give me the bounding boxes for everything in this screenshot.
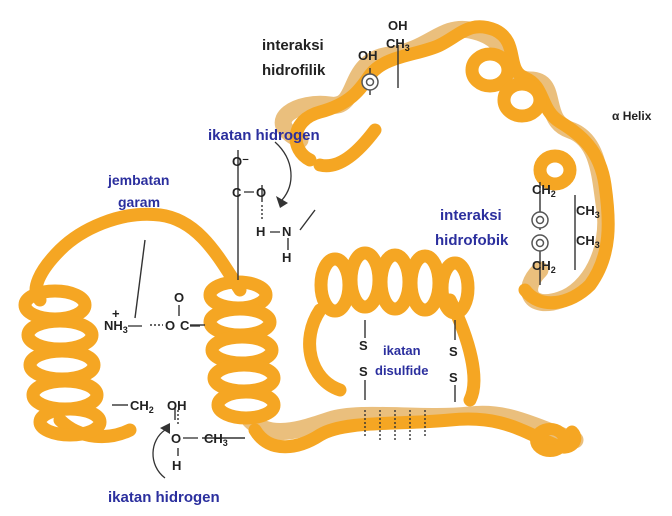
label-interaksi-hidrofobik-line2: hidrofobik — [435, 232, 509, 249]
chem-amide-h2: H — [282, 250, 291, 265]
chem-salt-c: C — [180, 318, 190, 333]
chem-amide-h: H — [256, 224, 265, 239]
chem-ch2-oh: CH2 — [130, 398, 154, 415]
phenyl-ring-bottom-icon — [532, 235, 548, 251]
label-ikatan-disulfide-line1: ikatan — [383, 343, 421, 358]
chem-carboxyl-c: C — [232, 185, 242, 200]
chem-oh-tyrosine: OH — [358, 48, 378, 63]
label-ikatan-hidrogen-bottom: ikatan hidrogen — [108, 489, 220, 506]
chem-oh-bottom: OH — [167, 398, 187, 413]
chem-salt-o: O — [165, 318, 175, 333]
chem-ch2-hydrophobic-2: CH2 — [532, 258, 556, 275]
chem-s-right-1: S — [449, 344, 458, 359]
tyrosine-ring-icon — [362, 74, 378, 90]
phenyl-ring-top-icon — [532, 212, 548, 228]
label-interaksi-hidrofilik-line2: hidrofilik — [262, 62, 326, 79]
chem-s-left-2: S — [359, 364, 368, 379]
chem-carboxyl-o: O — [256, 185, 266, 200]
chem-ch3-hydrophobic-2: CH3 — [576, 233, 600, 250]
label-jembatan-garam-line1: jembatan — [107, 172, 169, 188]
chem-oh-threonine: OH — [388, 18, 408, 33]
polypeptide-chain — [25, 27, 608, 451]
label-interaksi-hidrofobik-line1: interaksi — [440, 207, 502, 224]
label-interaksi-hidrofilik-line1: interaksi — [262, 37, 324, 54]
arrow-head-top — [276, 196, 288, 208]
chem-s-right-2: S — [449, 370, 458, 385]
label-jembatan-garam-line2: garam — [118, 194, 160, 210]
chem-ch3-bottom: CH3 — [204, 431, 228, 448]
chem-h-bottom: H — [172, 458, 181, 473]
chem-salt-o-top: O — [174, 290, 184, 305]
label-alpha-helix: α Helix — [612, 109, 652, 123]
aromatic-rings — [362, 74, 548, 251]
chem-o-ch3: O — [171, 431, 181, 446]
chem-s-left-1: S — [359, 338, 368, 353]
chem-ch3-threonine: CH3 — [386, 36, 410, 53]
label-ikatan-hidrogen-top: ikatan hidrogen — [208, 127, 320, 144]
label-ikatan-disulfide-line2: disulfide — [375, 363, 428, 378]
plus-charge-glyph: + — [112, 306, 120, 321]
chem-carboxyl-o-minus: O⁻ — [232, 154, 249, 169]
chem-amide-n: N — [282, 224, 291, 239]
